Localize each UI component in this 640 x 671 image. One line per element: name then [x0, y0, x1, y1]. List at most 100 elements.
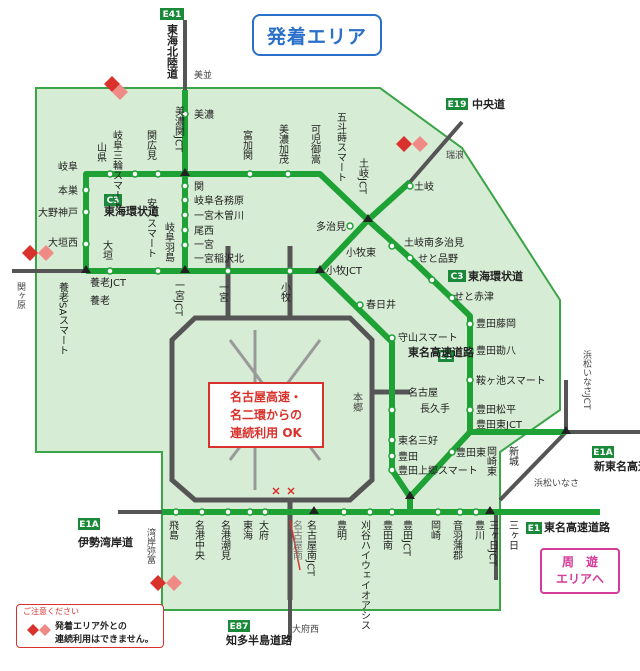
svg-text:岐阜三輪スマート: 岐阜三輪スマート: [111, 129, 123, 210]
page-title: 発着エリア: [252, 14, 382, 56]
svg-text:関: 関: [194, 181, 204, 193]
svg-text:一宮稲沢北: 一宮稲沢北: [194, 252, 244, 265]
svg-text:豊田JCT: 豊田JCT: [401, 519, 413, 557]
no-continuous-use-icon: [27, 624, 51, 636]
road-shintomei: 新東名高速道路: [594, 459, 640, 473]
svg-text:小牧JCT: 小牧JCT: [326, 264, 363, 277]
svg-text:大府西: 大府西: [292, 623, 319, 635]
station-labels: 美濃 美濃関JCT 関 岐阜各務原 一宮木曽川 尾西 一宮 一宮稲沢北 一宮JC…: [38, 105, 546, 630]
svg-text:湾岸弥富: 湾岸弥富: [145, 527, 156, 564]
svg-text:大垣西: 大垣西: [48, 236, 78, 249]
svg-text:小牧: 小牧: [279, 282, 291, 303]
center-note-line3: 連続利用 OK: [230, 426, 302, 440]
svg-text:関広見: 関広見: [145, 130, 157, 161]
svg-text:瑞浪: 瑞浪: [446, 149, 464, 161]
svg-text:関ヶ原: 関ヶ原: [15, 282, 26, 309]
svg-text:音羽蒲郡: 音羽蒲郡: [451, 519, 463, 561]
svg-text:E1A: E1A: [593, 448, 612, 458]
svg-text:養老JCT: 養老JCT: [90, 276, 127, 289]
loop-area-link[interactable]: 周 遊 エリアへ: [540, 548, 620, 594]
loop-note-line1: 周 遊: [561, 555, 598, 569]
svg-text:岐阜: 岐阜: [58, 160, 78, 173]
svg-text:せと品野: せと品野: [418, 253, 458, 265]
svg-text:刈谷ハイウェイオアシス: 刈谷ハイウェイオアシス: [359, 519, 371, 630]
svg-text:新城: 新城: [507, 445, 519, 467]
svg-text:名古屋南: 名古屋南: [291, 519, 303, 560]
svg-text:美濃関JCT: 美濃関JCT: [173, 105, 185, 153]
svg-text:せと赤津: せと赤津: [454, 291, 494, 303]
svg-text:飛島: 飛島: [167, 520, 179, 541]
svg-text:岐阜羽島: 岐阜羽島: [163, 221, 175, 263]
svg-text:豊田南: 豊田南: [381, 519, 393, 550]
svg-text:E1A: E1A: [79, 520, 98, 530]
svg-text:小牧東: 小牧東: [346, 246, 376, 259]
road-tokai-kanjo-1: 東海環状道: [104, 204, 159, 218]
svg-text:土岐: 土岐: [414, 180, 434, 193]
svg-text:浜松いなさJCT: 浜松いなさJCT: [581, 350, 592, 410]
svg-text:C3: C3: [451, 272, 464, 282]
road-tomei: 東名高速道路: [408, 345, 475, 359]
svg-text:一宮: 一宮: [194, 238, 214, 251]
svg-text:土岐JCT: 土岐JCT: [357, 157, 369, 195]
svg-text:本郷: 本郷: [351, 391, 363, 413]
svg-text:C3: C3: [107, 196, 120, 206]
svg-text:尾西: 尾西: [194, 225, 214, 237]
svg-text:三ヶ日JCT: 三ヶ日JCT: [487, 520, 499, 567]
svg-text:養老: 養老: [90, 294, 110, 307]
road-names: 東海北陸道 中央道 東海環状道 東海環状道 東名高速道路 新東名高速道路 伊勢湾…: [77, 23, 640, 647]
svg-text:E1: E1: [440, 352, 452, 362]
svg-text:浜松いなさ: 浜松いなさ: [534, 477, 579, 489]
svg-text:富加関: 富加関: [241, 129, 253, 161]
caution-line2: 連続利用はできません。: [55, 635, 154, 645]
svg-text:東名三好: 東名三好: [398, 434, 438, 447]
svg-text:美並: 美並: [194, 69, 212, 81]
road-tokai-kanjo-2: 東海環状道: [468, 269, 523, 283]
center-note-line2: 名二環からの: [229, 408, 302, 422]
svg-text:岡崎: 岡崎: [429, 520, 441, 540]
svg-text:岡崎東: 岡崎東: [485, 446, 497, 477]
road-tomei-east: 東名高速道路: [544, 520, 611, 534]
svg-text:E41: E41: [163, 10, 182, 20]
svg-text:豊田上郷スマート: 豊田上郷スマート: [398, 464, 478, 477]
svg-text:豊田東: 豊田東: [456, 446, 486, 459]
caution-line1: 発着エリア外との: [55, 622, 127, 632]
svg-text:豊明: 豊明: [335, 519, 347, 541]
road-isewangan: 伊勢湾岸道: [77, 535, 133, 549]
svg-text:安八スマート: 安八スマート: [145, 197, 157, 258]
svg-text:豊田松平: 豊田松平: [476, 403, 516, 416]
svg-text:大府: 大府: [257, 519, 269, 541]
loop-note-line2: エリアへ: [555, 572, 604, 586]
svg-text:長久手: 長久手: [420, 402, 450, 415]
road-chuo: 中央道: [472, 97, 505, 111]
svg-text:可児御嵩: 可児御嵩: [309, 124, 321, 165]
svg-text:養老SAスマート: 養老SAスマート: [57, 281, 69, 356]
svg-text:多治見: 多治見: [316, 220, 346, 233]
road-chita: 知多半島道路: [225, 633, 293, 647]
svg-text:守山スマート: 守山スマート: [398, 331, 458, 344]
svg-text:豊田東JCT: 豊田東JCT: [476, 418, 523, 431]
center-note-line1: 名古屋高速・: [229, 390, 302, 404]
svg-text:東海: 東海: [241, 519, 253, 541]
caution-legend: ご注意ください 発着エリア外との 連続利用はできません。: [16, 604, 164, 648]
svg-text:大野神戸: 大野神戸: [38, 206, 78, 219]
ic-dots: [82, 110, 480, 516]
svg-text:春日井: 春日井: [366, 298, 396, 311]
svg-text:美濃加茂: 美濃加茂: [277, 123, 289, 165]
svg-text:名港中央: 名港中央: [193, 519, 205, 561]
outside-labels: 美並 瑞浪 関ヶ原 浜松いなさJCT 浜松いなさ 湾岸弥富 大府西: [15, 69, 592, 635]
svg-text:一宮JCT: 一宮JCT: [173, 280, 185, 317]
svg-text:名古屋南JCT: 名古屋南JCT: [305, 519, 317, 577]
svg-text:名港潮見: 名港潮見: [219, 519, 231, 561]
svg-text:一宮木曽川: 一宮木曽川: [194, 209, 244, 222]
no-connection-icon: [22, 76, 428, 591]
svg-text:大垣: 大垣: [101, 239, 113, 260]
svg-text:五斗蒔スマート: 五斗蒔スマート: [335, 112, 347, 182]
svg-text:名古屋: 名古屋: [408, 386, 438, 399]
svg-text:豊川: 豊川: [473, 519, 485, 540]
svg-text:美濃: 美濃: [194, 108, 214, 121]
svg-text:E87: E87: [230, 622, 249, 632]
svg-text:土岐南多治見: 土岐南多治見: [404, 236, 464, 249]
nagoya-expressway-note: 名古屋高速・ 名二環からの 連続利用 OK: [208, 382, 324, 448]
svg-text:豊田勘八: 豊田勘八: [476, 344, 516, 357]
